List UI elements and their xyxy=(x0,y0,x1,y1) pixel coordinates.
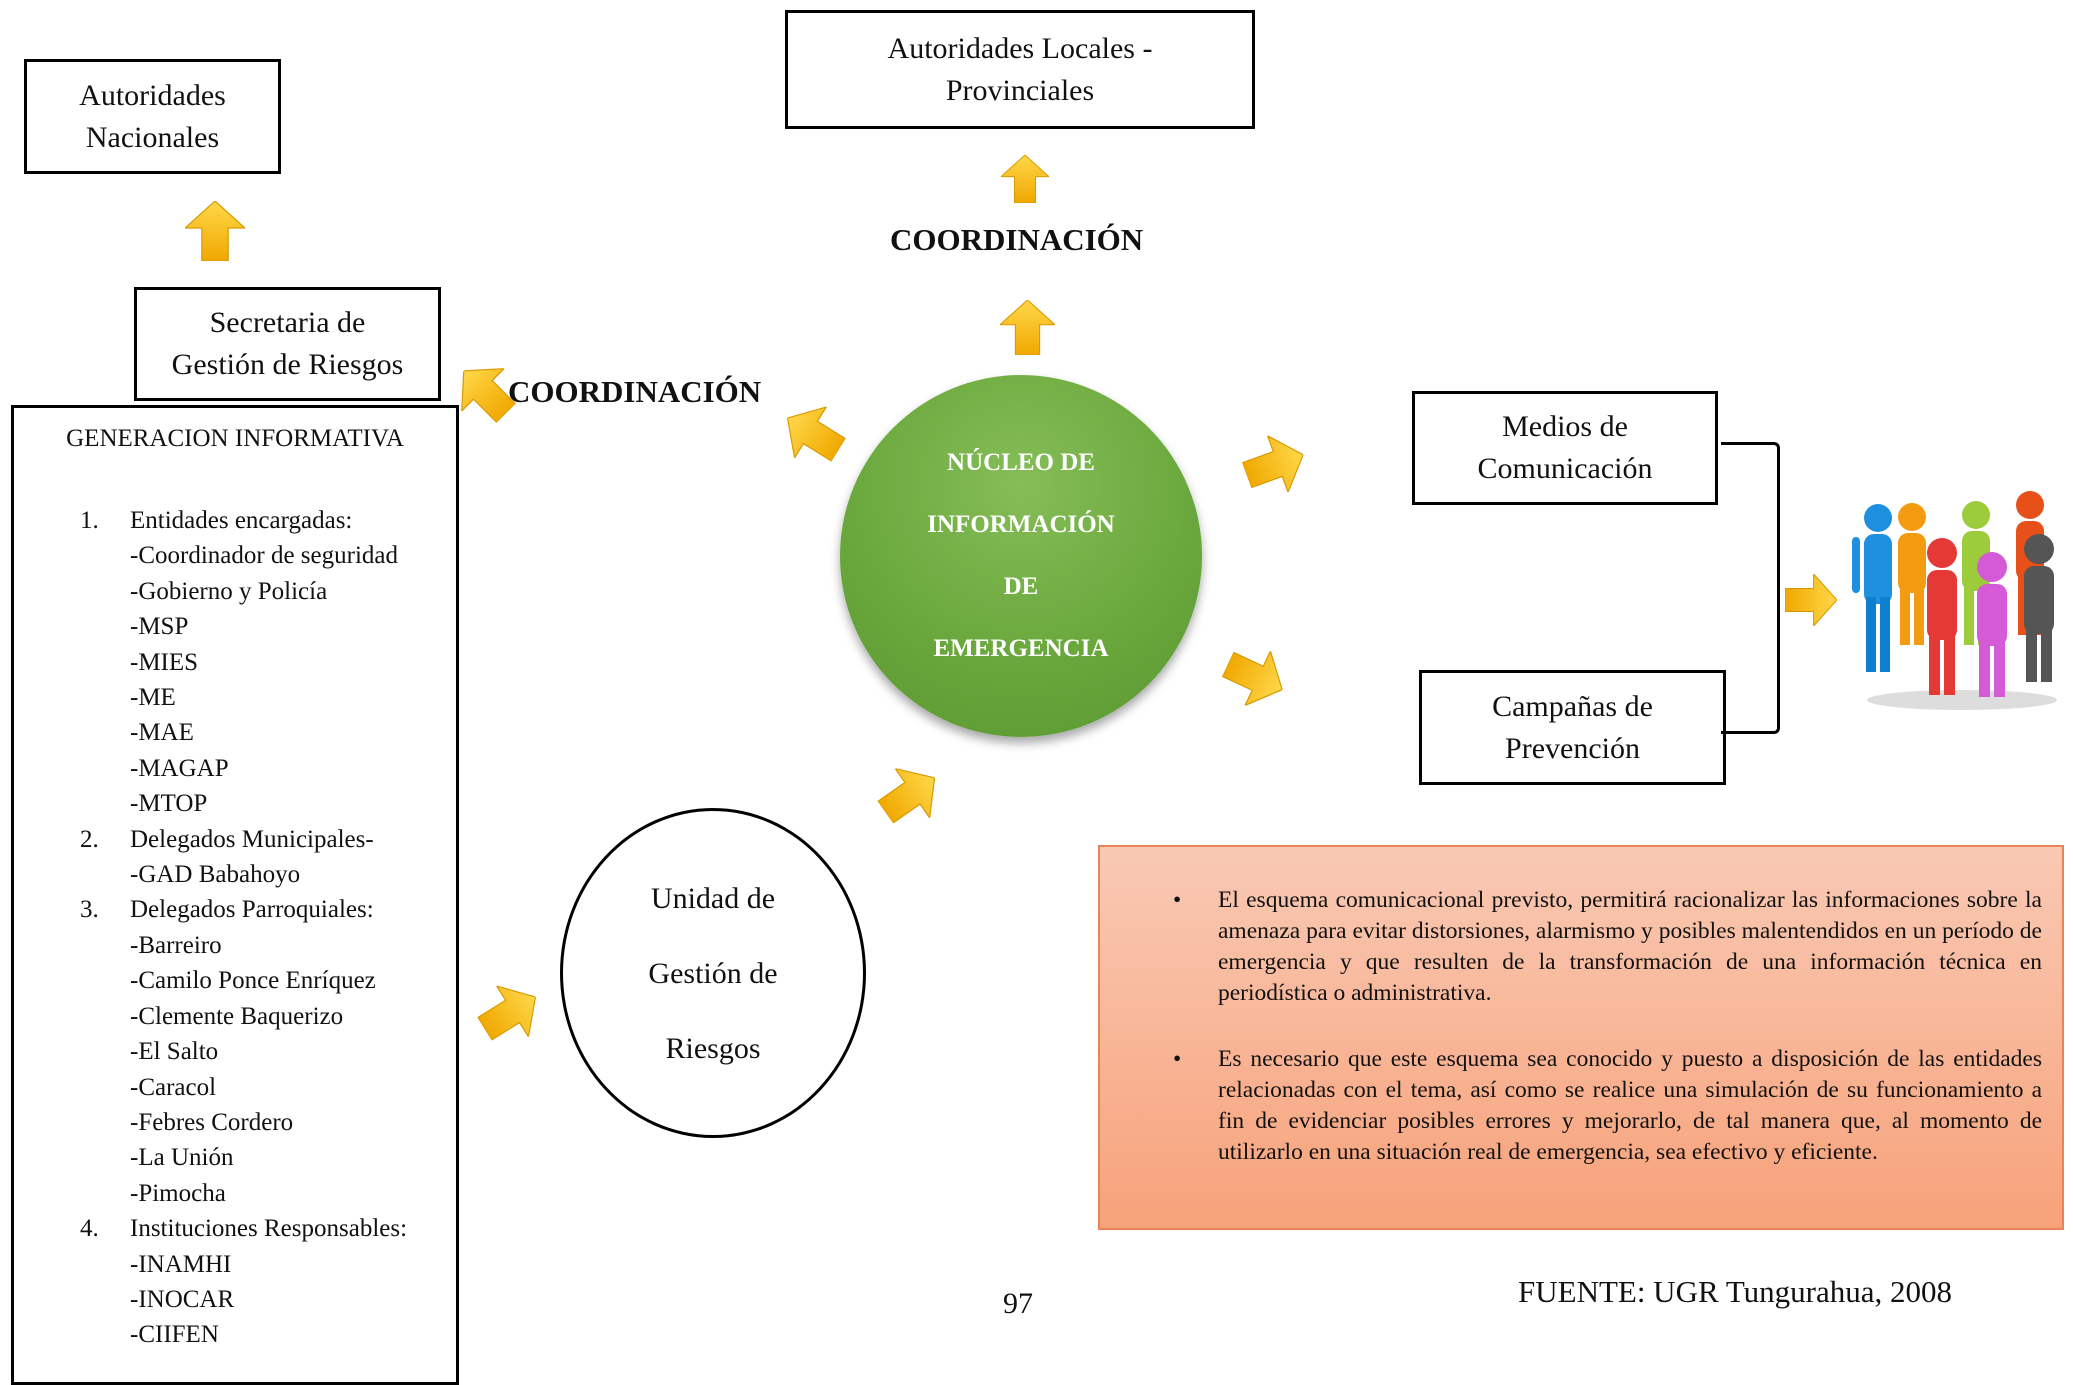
list-item: -Pimocha xyxy=(130,1179,226,1207)
autoridades-locales-label: Autoridades Locales - Provinciales xyxy=(887,31,1153,107)
block-arrow-icon xyxy=(1776,574,1846,626)
list-item: -CIIFEN xyxy=(130,1321,219,1349)
group-label: Delegados Parroquiales: xyxy=(130,896,374,924)
secretaria-box: Secretaria de Gestión de Riesgos xyxy=(134,287,441,401)
list-item: -Clemente Baquerizo xyxy=(130,1002,344,1030)
list-item: -Gobierno y Policía xyxy=(130,577,328,605)
person-icon xyxy=(1977,552,2007,697)
list-item: -ME xyxy=(130,684,176,712)
block-arrow-icon xyxy=(762,387,863,481)
unidad-line: Unidad de xyxy=(650,881,776,915)
medios-box: Medios de Comunicación xyxy=(1412,391,1718,505)
list-item: -Barreiro xyxy=(130,931,222,959)
nucleo-line: EMERGENCIA xyxy=(933,635,1109,662)
list-item: -MAGAP xyxy=(130,754,229,782)
block-arrow-icon xyxy=(1000,300,1055,355)
group-1: 1. Entidades encargadas: xyxy=(80,503,407,538)
unidad-line: Gestión de xyxy=(648,956,778,990)
person-icon xyxy=(2024,534,2054,682)
campanas-label: Campañas de Prevención xyxy=(1492,689,1653,765)
group-number: 1. xyxy=(80,507,99,534)
group-label: Entidades encargadas: xyxy=(130,507,353,534)
list-item: -Caracol xyxy=(130,1073,217,1101)
autoridades-locales-box: Autoridades Locales - Provinciales xyxy=(785,10,1255,129)
list-item: -MTOP xyxy=(130,790,208,818)
unidad-line: Riesgos xyxy=(665,1031,761,1065)
autoridades-nacionales-box: Autoridades Nacionales xyxy=(24,59,281,174)
note-item: • Es necesario que este esquema sea cono… xyxy=(1173,1044,2042,1168)
generacion-informativa-box: GENERACION INFORMATIVA 1. Entidades encar… xyxy=(11,405,459,1385)
group-2: 2. Delegados Municipales- xyxy=(80,822,407,857)
people-group-icon xyxy=(1852,491,2057,710)
block-arrow-icon xyxy=(852,742,968,849)
generacion-title: GENERACION INFORMATIVA xyxy=(66,425,404,452)
medios-label: Medios de Comunicación xyxy=(1477,410,1653,485)
group-number: 3. xyxy=(80,896,99,924)
list-item: -GAD Babahoyo xyxy=(130,861,301,889)
group-label: Instituciones Responsables: xyxy=(130,1215,408,1243)
bullet-icon: • xyxy=(1173,1046,1182,1072)
note-text: El esquema comunicacional previsto, perm… xyxy=(1218,887,2042,1006)
group-number: 2. xyxy=(80,825,99,853)
unidad-gestion-ellipse: Unidad de Gestión de Riesgos xyxy=(560,808,866,1138)
bullet-icon: • xyxy=(1173,887,1182,913)
list-item: -MSP xyxy=(130,613,189,641)
note-text: Es necesario que este esquema sea conoci… xyxy=(1218,1046,2042,1165)
group-3: 3. Delegados Parroquiales: xyxy=(80,892,407,927)
block-arrow-icon xyxy=(185,198,245,264)
page-number: 97 xyxy=(1003,1287,1033,1320)
secretaria-label: Secretaria de Gestión de Riesgos xyxy=(171,306,404,381)
list-item: -La Unión xyxy=(130,1144,234,1172)
list-item: -MAE xyxy=(130,719,194,747)
list-item: -El Salto xyxy=(130,1038,219,1066)
list-item: -Coordinador de seguridad xyxy=(130,542,398,570)
block-arrow-icon xyxy=(1218,420,1332,511)
bracket-connector xyxy=(1721,442,1780,734)
note-item: • El esquema comunicacional previsto, pe… xyxy=(1173,885,2042,1009)
nucleo-line: DE xyxy=(1003,573,1039,600)
list-item: -INOCAR xyxy=(130,1285,235,1313)
group-number: 4. xyxy=(80,1215,99,1243)
block-arrow-icon xyxy=(1197,629,1313,726)
person-icon xyxy=(1852,504,1892,672)
person-icon xyxy=(1898,503,1926,645)
list-item: -Febres Cordero xyxy=(130,1108,294,1136)
coordinacion-label-left: COORDINACIÓN xyxy=(508,374,762,409)
group-4: 4. Instituciones Responsables: xyxy=(80,1211,407,1246)
group-label: Delegados Municipales- xyxy=(130,825,374,853)
generacion-list: 1. Entidades encargadas: -Coordinador de … xyxy=(80,503,407,1353)
source-caption: FUENTE: UGR Tungurahua, 2008 xyxy=(1518,1274,1953,1309)
autoridades-nacionales-label: Autoridades Nacionales xyxy=(79,78,226,154)
person-icon xyxy=(1927,538,1957,695)
coordinacion-label-top: COORDINACIÓN xyxy=(890,222,1144,257)
nucleo-line: NÚCLEO DE xyxy=(947,449,1095,476)
nucleo-line: INFORMACIÓN xyxy=(927,511,1115,538)
list-item: -INAMHI xyxy=(130,1250,232,1278)
block-arrow-icon xyxy=(452,961,569,1065)
list-item: -MIES xyxy=(130,648,199,676)
notes-box: • El esquema comunicacional previsto, pe… xyxy=(1098,845,2064,1230)
nucleo-circle: NÚCLEO DE INFORMACIÓN DE EMERGENCIA xyxy=(840,375,1202,737)
block-arrow-icon xyxy=(1000,155,1050,203)
list-item: -Camilo Ponce Enríquez xyxy=(130,967,376,995)
campanas-box: Campañas de Prevención xyxy=(1419,670,1726,785)
